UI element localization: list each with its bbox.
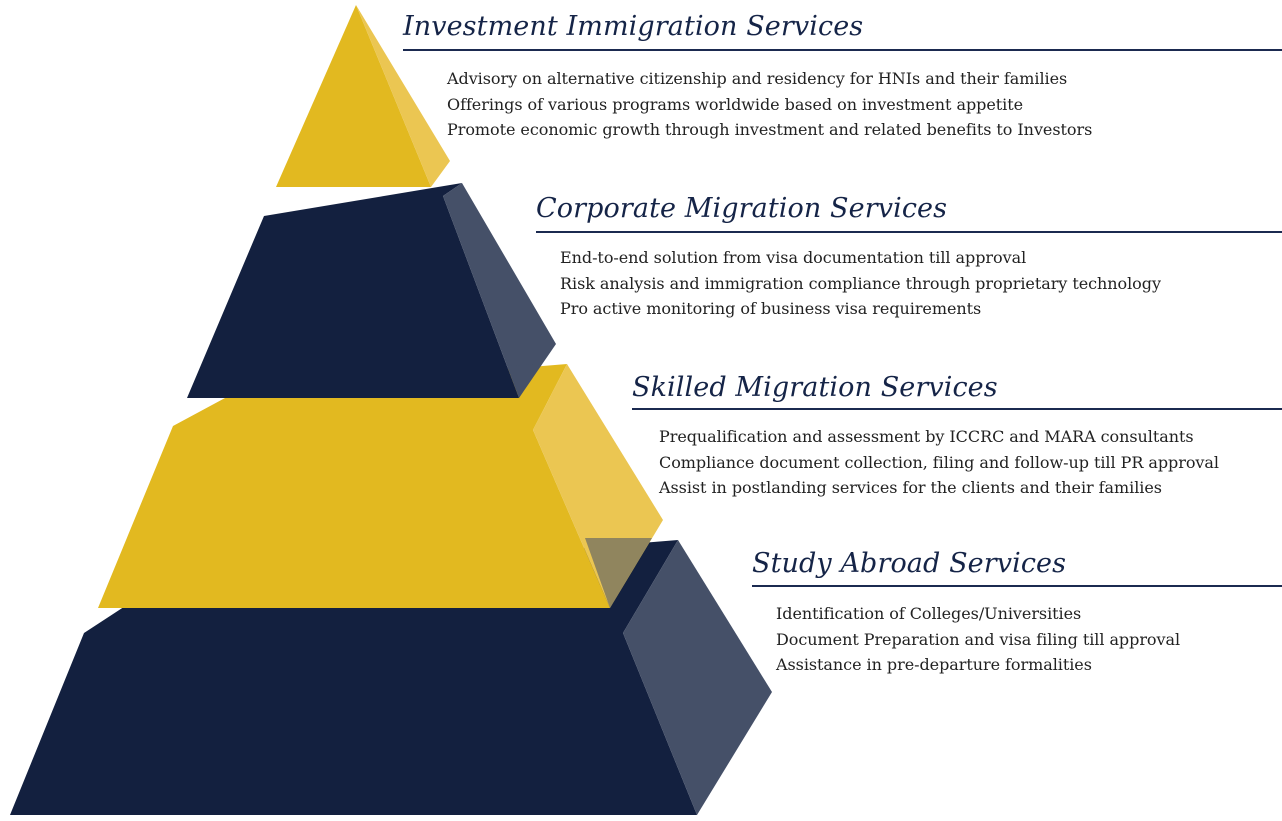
overlap-shade-lower (585, 538, 652, 608)
tier-study-list: Identification of Colleges/Universities … (776, 601, 1180, 678)
list-item: Identification of Colleges/Universities (776, 604, 1082, 623)
tier-study-title: Study Abroad Services (752, 548, 1067, 579)
list-item: Offerings of various programs worldwide … (447, 94, 1024, 114)
tier-study-front (10, 540, 697, 815)
tier-corporate-front (187, 183, 519, 398)
tier-corporate-title: Corporate Migration Services (536, 193, 948, 224)
list-item: Promote economic growth through investme… (447, 120, 1093, 139)
tier-corporate-list: End-to-end solution from visa documentat… (560, 245, 1161, 322)
tier-investment-list: Advisory on alternative citizenship and … (447, 66, 1092, 143)
tier-corporate-rule (536, 231, 1282, 233)
tier-study-side (623, 540, 772, 815)
list-item: Assistance in pre-departure formalities (776, 655, 1092, 674)
list-item: Assist in postlanding services for the c… (659, 478, 1162, 497)
overlap-shade-upper (509, 364, 540, 398)
list-item: Compliance document collection, filing a… (659, 452, 1219, 472)
tier-skilled-title: Skilled Migration Services (632, 372, 998, 403)
list-item: Document Preparation and visa filing til… (776, 629, 1181, 649)
tier-study-rule (752, 585, 1282, 587)
tier-skilled-front (98, 364, 610, 608)
list-item: Advisory on alternative citizenship and … (447, 69, 1068, 88)
tier-investment-title: Investment Immigration Services (403, 11, 864, 42)
tier-investment-front (276, 5, 431, 187)
list-item: Risk analysis and immigration compliance… (560, 273, 1161, 293)
list-item: Prequalification and assessment by ICCRC… (659, 427, 1194, 446)
tier-investment-rule (403, 49, 1282, 51)
list-item: End-to-end solution from visa documentat… (560, 248, 1027, 267)
tier-investment-side (356, 5, 450, 187)
list-item: Pro active monitoring of business visa r… (560, 299, 982, 318)
tier-skilled-list: Prequalification and assessment by ICCRC… (659, 424, 1219, 501)
tier-corporate-side (443, 183, 556, 398)
tier-skilled-rule (632, 408, 1282, 410)
